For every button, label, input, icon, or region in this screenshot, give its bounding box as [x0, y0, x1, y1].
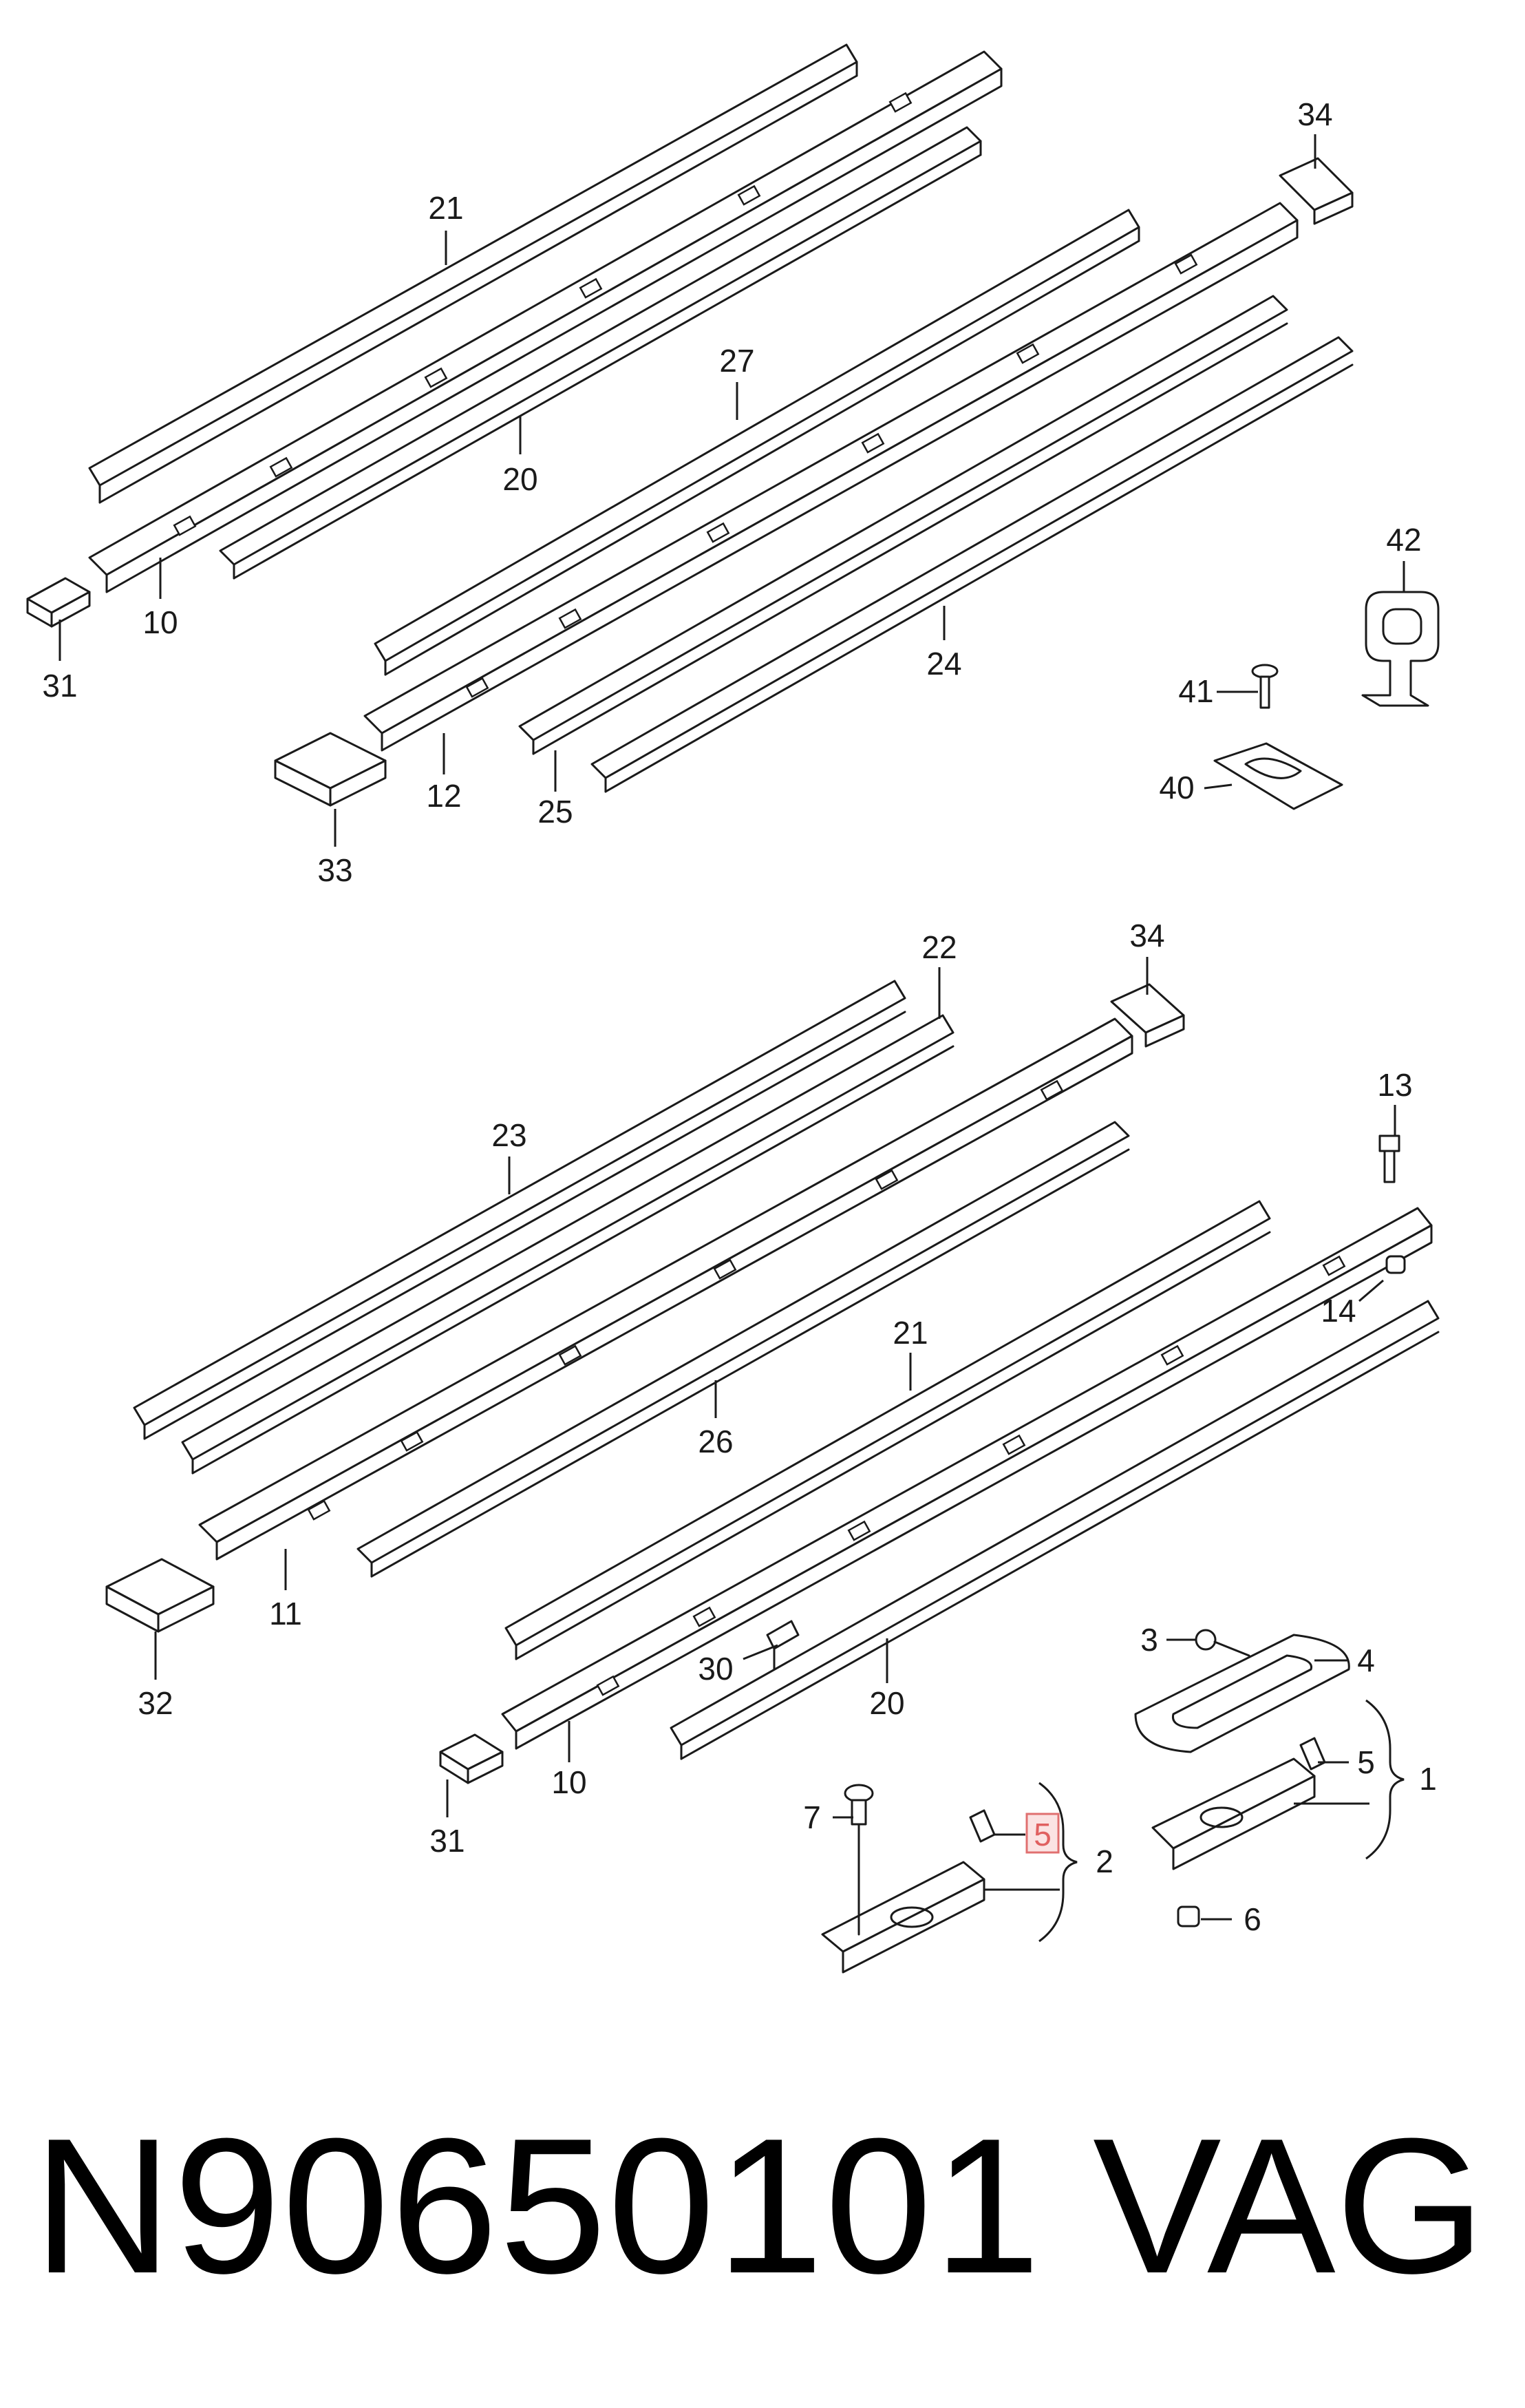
callout-23: 23	[491, 1117, 526, 1153]
rail-21-top	[88, 43, 858, 504]
part-number: N90650101	[33, 2099, 1042, 2314]
callout-13: 13	[1377, 1067, 1412, 1103]
callout-6: 6	[1244, 1901, 1261, 1937]
manufacturer-name: VAG	[1093, 2099, 1486, 2314]
anchor-40	[1213, 742, 1343, 810]
callout-34b: 34	[1129, 918, 1164, 953]
callout-12: 12	[426, 778, 461, 814]
callout-27: 27	[719, 343, 754, 379]
rail-20-lower-b	[670, 1300, 1440, 1760]
rail-23	[133, 980, 906, 1440]
nut-6	[1177, 1905, 1200, 1928]
bolt-7	[844, 1784, 874, 1936]
callout-3: 3	[1140, 1622, 1158, 1658]
callout-1: 1	[1419, 1761, 1437, 1797]
rail-27	[374, 209, 1140, 676]
clip-5-right	[1299, 1737, 1326, 1771]
callout-7: 7	[803, 1799, 821, 1835]
upper-assembly	[26, 43, 1440, 810]
callout-14: 14	[1321, 1293, 1356, 1329]
clip-5-left	[969, 1809, 996, 1843]
callout-26: 26	[698, 1424, 733, 1459]
callout-5b-highlighted: 5	[1034, 1817, 1052, 1852]
rail-12	[363, 202, 1299, 752]
callout-32: 32	[138, 1685, 173, 1721]
callout-20b: 20	[869, 1685, 904, 1721]
footer-caption: N90650101 VAG	[0, 2093, 1525, 2320]
callout-labels: 21 34 27 20 10 31 12 33 25 24 42 41 40 2…	[42, 96, 1436, 1937]
bracket-1	[1151, 1757, 1316, 1870]
rail-20-top	[88, 50, 1003, 593]
callout-21a: 21	[428, 190, 463, 226]
rail-11	[198, 1017, 1133, 1561]
bolt-13	[1378, 1134, 1400, 1183]
rail-22	[181, 1014, 955, 1475]
callout-41: 41	[1178, 673, 1213, 709]
leader-lines	[58, 134, 1405, 1943]
end-cap-31-lower	[439, 1733, 504, 1784]
rail-21-lower	[504, 1200, 1271, 1660]
callout-40: 40	[1159, 770, 1194, 805]
rail-24	[590, 336, 1354, 793]
clip-30	[766, 1620, 800, 1671]
callout-22: 22	[921, 929, 957, 965]
callout-10b: 10	[551, 1764, 586, 1800]
end-cap-31-top	[26, 577, 91, 628]
nut-14	[1385, 1255, 1406, 1274]
callout-31a: 31	[42, 668, 77, 704]
end-cap-33	[274, 732, 387, 807]
callout-34a: 34	[1297, 96, 1332, 132]
screw-41	[1251, 664, 1279, 709]
callout-33: 33	[317, 852, 352, 888]
hook-42	[1361, 591, 1440, 707]
callout-11: 11	[269, 1596, 302, 1631]
callout-10a: 10	[142, 604, 178, 640]
end-cap-34-lower	[1110, 983, 1185, 1048]
bracket-2	[821, 1861, 985, 1974]
highlight-box	[1025, 1813, 1060, 1854]
end-cap-34-top	[1279, 157, 1354, 225]
callout-21b: 21	[893, 1315, 928, 1351]
lower-assembly	[105, 980, 1440, 1974]
rail-20-lower	[219, 126, 982, 580]
rail-10-lower	[501, 1207, 1433, 1750]
rail-25	[518, 295, 1288, 755]
callout-4: 4	[1357, 1643, 1375, 1678]
handle-4	[1134, 1634, 1350, 1753]
callout-25: 25	[537, 794, 573, 830]
callout-31b: 31	[429, 1823, 465, 1859]
screw-3	[1195, 1629, 1250, 1657]
callout-30: 30	[698, 1651, 733, 1687]
end-cap-32	[105, 1558, 215, 1633]
callout-24: 24	[926, 646, 961, 682]
callout-2: 2	[1096, 1844, 1113, 1879]
rail-26	[356, 1121, 1130, 1578]
callout-5a: 5	[1357, 1744, 1375, 1780]
callout-42: 42	[1386, 522, 1421, 558]
callout-20a: 20	[502, 461, 537, 497]
